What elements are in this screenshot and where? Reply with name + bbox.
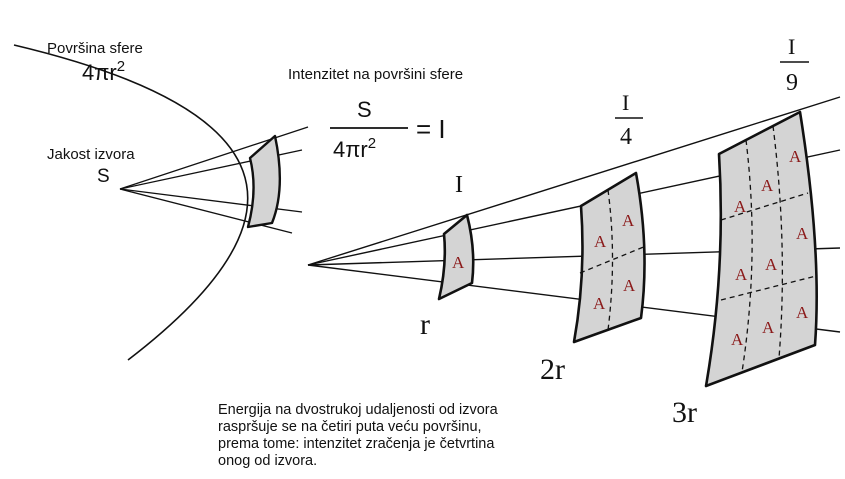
svg-text:A: A — [593, 294, 606, 313]
patch-r-intensity: I — [455, 172, 463, 198]
svg-text:A: A — [761, 176, 774, 195]
svg-text:A: A — [734, 197, 747, 216]
patch-3r-intensity-num: I — [788, 34, 795, 59]
patch-3r-distance: 3r — [672, 396, 697, 429]
patch-r-cell-label: A — [452, 253, 465, 272]
patch-2r-distance: 2r — [540, 353, 565, 386]
svg-text:A: A — [594, 232, 607, 251]
svg-text:A: A — [796, 303, 809, 322]
intensity-title: Intenzitet na površini sfere — [288, 66, 463, 83]
svg-text:A: A — [623, 276, 636, 295]
caption-line: raspršuje se na četiri puta veću površin… — [218, 419, 482, 435]
patch-3r-grid — [720, 125, 817, 373]
svg-text:A: A — [789, 147, 802, 166]
svg-text:A: A — [762, 318, 775, 337]
sphere-arc — [13, 44, 249, 361]
patch-2r-intensity-num: I — [622, 90, 629, 115]
svg-text:A: A — [765, 255, 778, 274]
caption-line: prema tome: intenzitet zračenja je četvr… — [218, 436, 495, 452]
caption-line: onog od izvora. — [218, 453, 318, 469]
svg-text:A: A — [796, 224, 809, 243]
patch-2r — [572, 171, 646, 344]
svg-text:A: A — [622, 211, 635, 230]
patch-2r-intensity-den: 4 — [620, 124, 632, 150]
svg-text:A: A — [735, 265, 748, 284]
source-label: Jakost izvora — [47, 146, 135, 163]
sphere-patch — [246, 134, 281, 229]
sphere-area-formula: 4πr2 — [82, 58, 125, 85]
patch-3r-cell-labels: A A A A A A A A A — [731, 147, 809, 349]
formula-result: = I — [416, 114, 446, 144]
patch-3r-intensity-den: 9 — [786, 70, 798, 96]
source-symbol: S — [97, 166, 110, 187]
patch-3r — [704, 110, 818, 388]
patch-2r-cell-labels: A A A A — [593, 211, 636, 313]
explanation-caption: Energija na dvostrukoj udaljenosti od iz… — [218, 402, 618, 470]
caption-line: Energija na dvostrukoj udaljenosti od iz… — [218, 402, 498, 418]
svg-text:A: A — [731, 330, 744, 349]
patch-2r-grid — [579, 189, 647, 331]
formula-numerator: S — [357, 97, 372, 122]
sphere-label: Površina sfere — [47, 40, 143, 57]
patch-r-distance: r — [420, 308, 430, 341]
patch-r — [437, 213, 475, 301]
formula-denominator: 4πr2 — [333, 135, 376, 162]
